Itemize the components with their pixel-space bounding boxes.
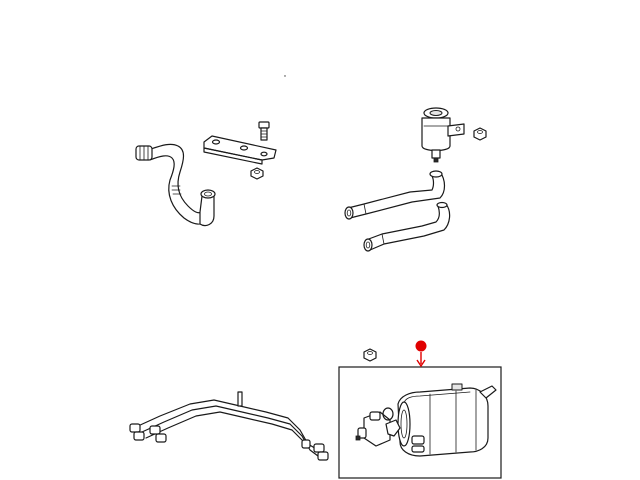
mounting-bracket[interactable]: [203, 135, 277, 165]
harness-tube-assembly[interactable]: [129, 391, 329, 461]
vapor-canister[interactable]: [397, 383, 497, 457]
bolt[interactable]: [258, 121, 270, 141]
detail-frame: [338, 366, 502, 479]
hose-lower-right[interactable]: [363, 201, 451, 252]
hose-assembly-upper-left[interactable]: [135, 143, 216, 227]
leak-detection-pump[interactable]: [355, 411, 401, 447]
nut-upper-right[interactable]: [473, 127, 487, 141]
purge-valve[interactable]: [421, 107, 465, 163]
callout-marker[interactable]: [415, 340, 427, 368]
stray-dot: [284, 75, 286, 77]
nut-lower[interactable]: [363, 348, 377, 362]
o-ring[interactable]: [382, 407, 394, 421]
nut-upper-left[interactable]: [250, 167, 264, 180]
hose-upper-right[interactable]: [344, 170, 446, 220]
